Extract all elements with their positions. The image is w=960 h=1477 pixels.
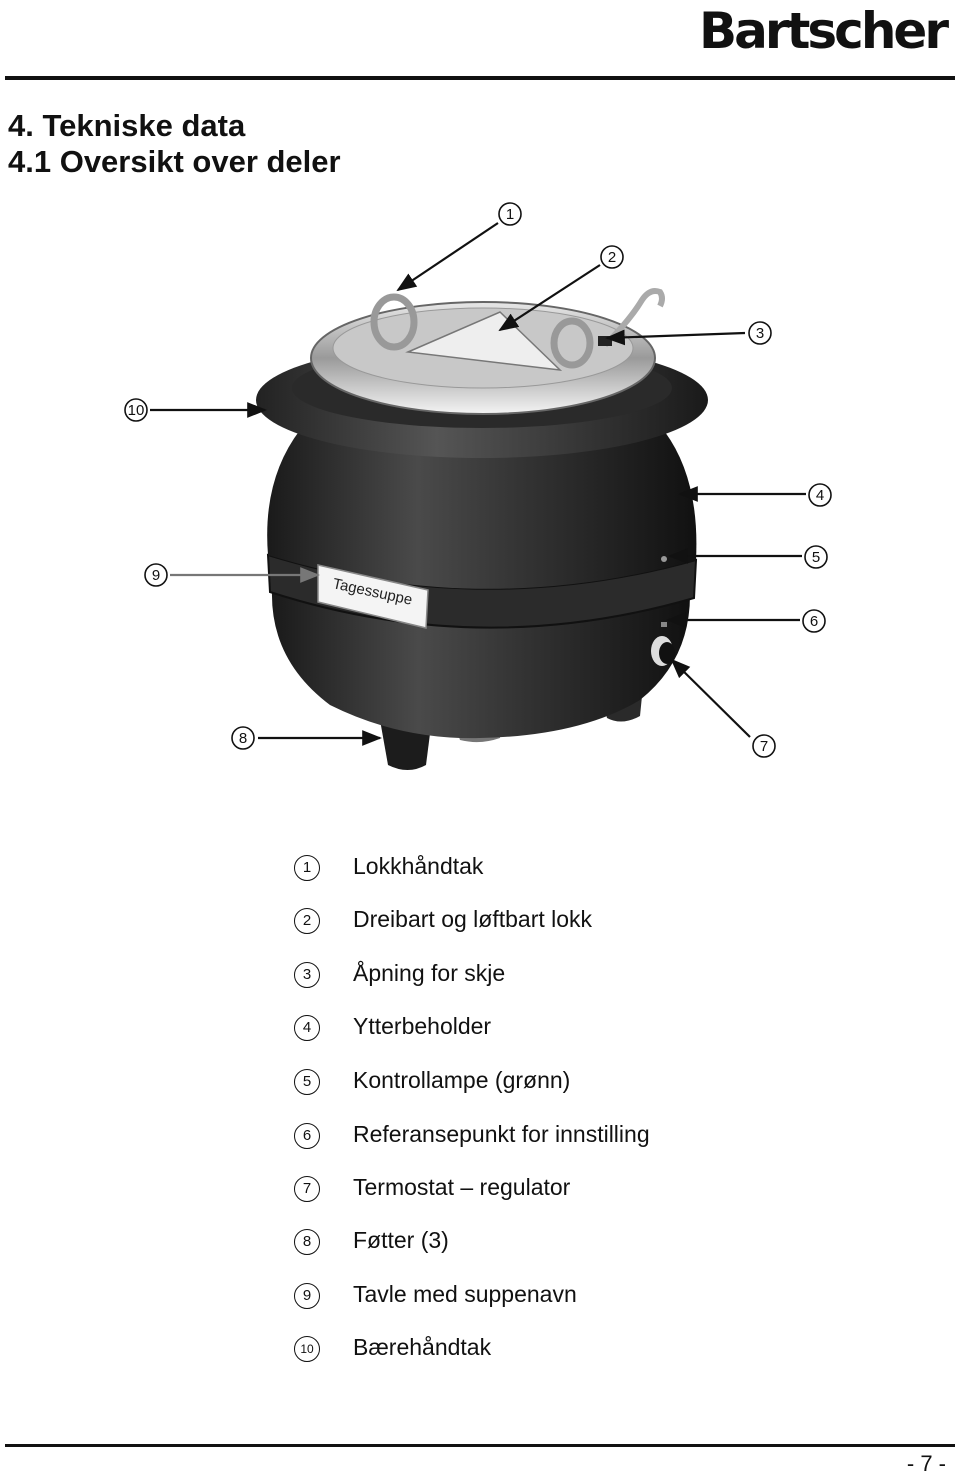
callout-arrows: [150, 222, 806, 746]
callout-2: 2: [600, 245, 624, 269]
legend-item: 1 Lokkhåndtak: [0, 845, 960, 885]
header-rule: [5, 76, 955, 80]
svg-text:7: 7: [760, 738, 768, 755]
legend-number: 3: [294, 962, 320, 988]
legend-number: 9: [294, 1283, 320, 1309]
legend-label: Kontrollampe (grønn): [353, 1067, 571, 1093]
svg-text:10: 10: [128, 402, 145, 419]
legend-item: 2 Dreibart og løftbart lokk: [0, 898, 960, 938]
callout-3: 3: [748, 321, 772, 345]
callout-9: 9: [144, 563, 168, 587]
legend-number: 6: [294, 1123, 320, 1149]
legend-item: 7 Termostat – regulator: [0, 1166, 960, 1206]
soup-kettle-diagram: Tagessuppe 1 2 3 4 5: [0, 190, 960, 810]
svg-text:1: 1: [506, 206, 514, 223]
section-heading: 4. Tekniske data: [8, 108, 246, 143]
svg-text:2: 2: [608, 249, 616, 266]
callout-8: 8: [231, 726, 255, 750]
callout-4: 4: [808, 483, 832, 507]
callout-6: 6: [802, 609, 826, 633]
svg-text:9: 9: [152, 567, 160, 584]
page-number: - 7 -: [906, 1451, 946, 1476]
svg-text:8: 8: [239, 730, 247, 747]
soup-name-sign: Tagessuppe: [317, 564, 429, 629]
kettle-lower-body: [271, 590, 690, 739]
legend-item: 5 Kontrollampe (grønn): [0, 1059, 960, 1099]
svg-text:6: 6: [810, 613, 818, 630]
callout-7: 7: [752, 734, 776, 758]
legend-item: 4 Ytterbeholder: [0, 1005, 960, 1045]
legend-number: 4: [294, 1015, 320, 1041]
legend-label: Bærehåndtak: [353, 1334, 492, 1360]
legend-item: 8 Føtter (3): [0, 1219, 960, 1259]
legend-label: Termostat – regulator: [353, 1174, 571, 1200]
ladle: [602, 288, 665, 348]
subsection-heading: 4.1 Oversikt over deler: [8, 144, 341, 179]
outer-container: [267, 430, 697, 589]
bartscher-logo: Bartscher: [699, 2, 949, 60]
callout-5: 5: [804, 545, 828, 569]
legend-number: 7: [294, 1176, 320, 1202]
legend-number: 10: [294, 1336, 320, 1362]
spoon-opening: [598, 336, 612, 346]
legend-label: Referansepunkt for innstilling: [353, 1121, 650, 1147]
legend-label: Dreibart og løftbart lokk: [353, 906, 593, 932]
legend-number: 2: [294, 908, 320, 934]
legend-label: Tavle med suppenavn: [353, 1281, 577, 1307]
callout-1: 1: [498, 202, 522, 226]
legend-item: 3 Åpning for skje: [0, 952, 960, 992]
footer-rule: [5, 1444, 955, 1447]
legend-number: 5: [294, 1069, 320, 1095]
svg-text:3: 3: [756, 325, 764, 342]
thermostat-knob: [651, 622, 675, 666]
svg-text:5: 5: [812, 549, 820, 566]
legend-item: 6 Referansepunkt for innstilling: [0, 1113, 960, 1153]
svg-text:4: 4: [816, 487, 824, 504]
legend-label: Åpning for skje: [353, 960, 506, 986]
legend-item: 10 Bærehåndtak: [0, 1326, 960, 1366]
legend-label: Lokkhåndtak: [353, 853, 484, 879]
callout-numbers: 1 2 3 4 5 6 7 8 9 10: [124, 202, 832, 758]
legend-item: 9 Tavle med suppenavn: [0, 1273, 960, 1313]
lid-handle: [370, 293, 594, 369]
legend-number: 8: [294, 1229, 320, 1255]
legend-label: Ytterbeholder: [353, 1013, 492, 1039]
legend-number: 1: [294, 855, 320, 881]
legend-label: Føtter (3): [353, 1227, 449, 1253]
callout-10: 10: [124, 398, 148, 422]
control-lamp: [661, 556, 667, 562]
